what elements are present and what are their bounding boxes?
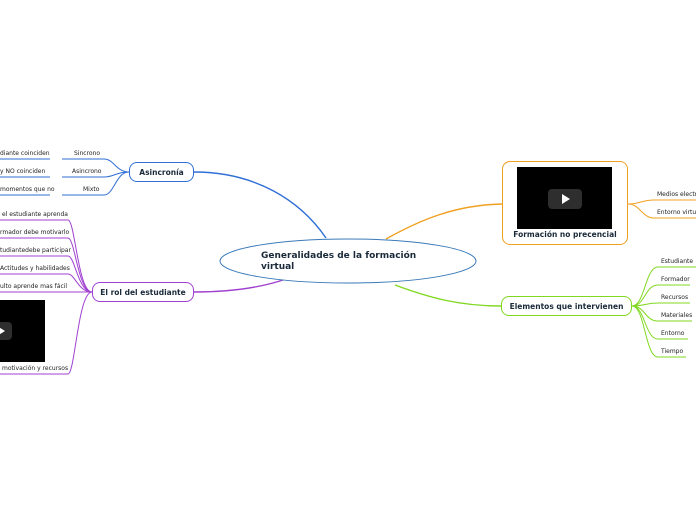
center-title-line2: virtual (261, 262, 295, 272)
center-title-line1: Generalidades de la formación (261, 251, 417, 261)
rol-node[interactable]: El rol del estudiante (92, 282, 194, 302)
connector-formacion (385, 203, 503, 240)
rol-item-6[interactable]: motivación y recursos (2, 365, 69, 372)
play-icon[interactable] (548, 189, 582, 209)
center-node-shape[interactable] (219, 238, 477, 284)
connector-asincronia (193, 171, 327, 239)
connector-rol (193, 278, 287, 293)
rol-item-1[interactable]: el estudiante aprenda (2, 211, 68, 218)
play-icon[interactable] (0, 322, 12, 340)
rol-item-4[interactable]: Actitudes y habilidades (0, 265, 70, 272)
elementos-item-entorno[interactable]: Entorno (661, 330, 685, 337)
elementos-node[interactable]: Elementos que intervienen (501, 296, 632, 316)
asincronia-node[interactable]: Asincronía (129, 162, 194, 182)
elementos-item-estudiante[interactable]: Estudiante (661, 258, 694, 265)
formacion-item-medios[interactable]: Medios electr (657, 191, 696, 198)
center-node[interactable]: Generalidades de la formación virtual (261, 251, 461, 273)
connector-elementos (394, 284, 502, 307)
elementos-item-formador[interactable]: Formador (661, 276, 690, 283)
formacion-video-thumbnail[interactable] (517, 167, 612, 229)
asincronia-item-asincrono[interactable]: Asincrono (72, 168, 102, 175)
rol-item-3[interactable]: tudiantedebe participar (0, 247, 71, 254)
elementos-label: Elementos que intervienen (509, 301, 624, 311)
asincronia-item-sincrono[interactable]: Sincrono (74, 150, 101, 157)
asincronia-detail-sincrono[interactable]: diante coinciden (0, 150, 50, 157)
formacion-item-entorno[interactable]: Entorno virtu (657, 209, 696, 216)
asincronia-detail-mixto[interactable]: momentos que no (0, 186, 55, 193)
asincronia-item-mixto[interactable]: Mixto (83, 186, 100, 193)
rol-item-5[interactable]: ulto aprende mas fácil (0, 283, 68, 290)
rol-label: El rol del estudiante (100, 287, 186, 297)
rol-item-2[interactable]: rmador debe motivarlo (0, 229, 70, 236)
elementos-item-tiempo[interactable]: Tiempo (661, 348, 684, 355)
asincronia-detail-asincrono[interactable]: y NO coinciden (0, 168, 46, 175)
formacion-label: Formación no precencial (513, 230, 617, 239)
elementos-item-materiales[interactable]: Materiales (661, 312, 693, 319)
elementos-item-recursos[interactable]: Recursos (661, 294, 689, 301)
rol-video-thumbnail[interactable] (0, 300, 45, 362)
asincronia-label: Asincronía (139, 167, 184, 177)
